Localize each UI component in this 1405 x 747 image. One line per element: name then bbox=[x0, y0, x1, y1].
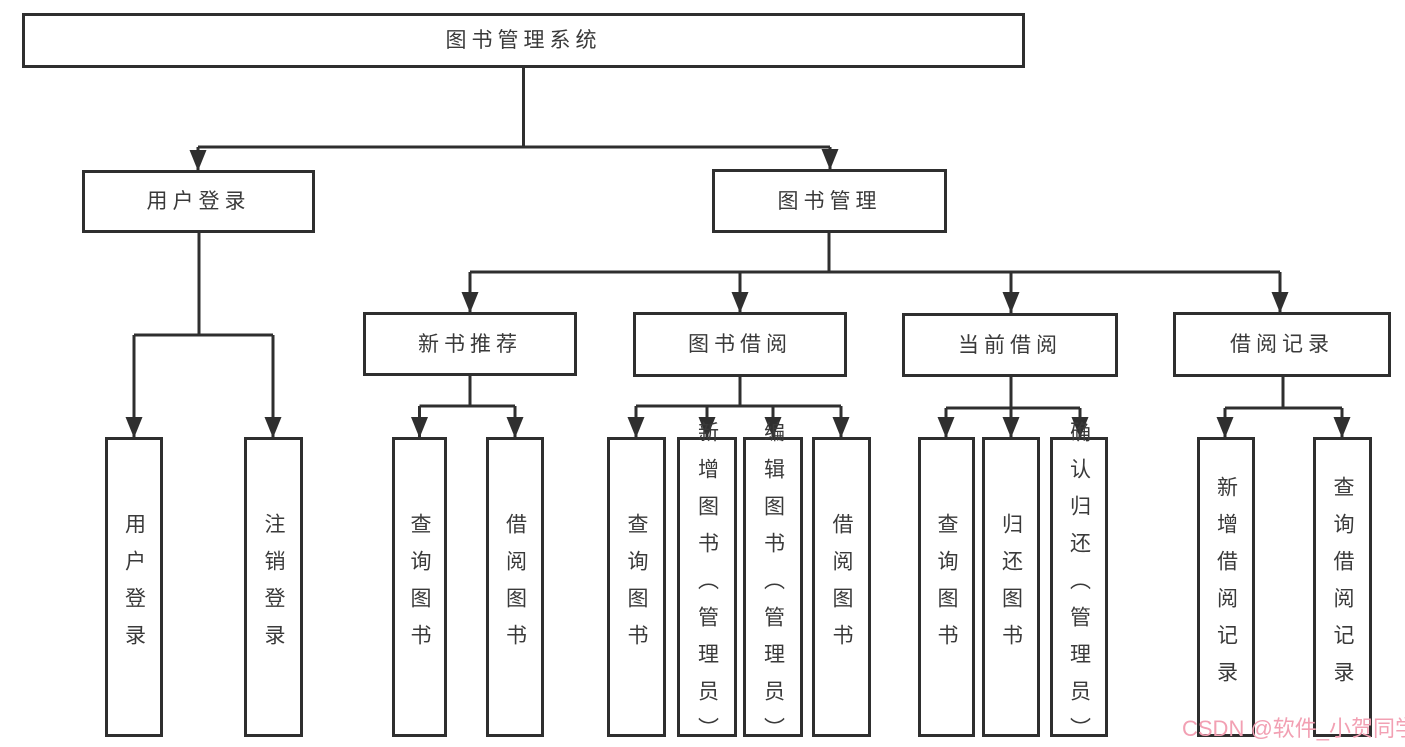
node-add-books-admin: 新增图书（管理员） bbox=[677, 421, 737, 747]
node-library-management-system: 图书管理系统 bbox=[22, 13, 1025, 68]
node-label: 查询图书 bbox=[625, 513, 648, 661]
node-label: 借阅记录 bbox=[1230, 333, 1334, 356]
node-current-borrowing: 当前借阅 bbox=[902, 313, 1118, 377]
edge-book-management-to-level2 bbox=[461, 233, 1289, 313]
arrowhead bbox=[189, 150, 207, 171]
node-user-login: 用户登录 bbox=[82, 170, 315, 233]
node-label: 新增借阅记录 bbox=[1214, 476, 1238, 698]
edge-root-to-level1 bbox=[189, 68, 839, 171]
node-borrow-books: 借阅图书 bbox=[812, 437, 871, 737]
node-label: 查询借阅记录 bbox=[1331, 476, 1354, 698]
node-label: 新书推荐 bbox=[418, 332, 522, 356]
arrowhead bbox=[506, 417, 524, 438]
node-return-books: 归还图书 bbox=[982, 437, 1040, 737]
arrowhead bbox=[1002, 417, 1020, 438]
arrowhead bbox=[125, 417, 143, 438]
arrowhead bbox=[264, 417, 282, 438]
arrowhead bbox=[461, 292, 479, 313]
arrowhead bbox=[627, 417, 645, 438]
arrowhead bbox=[1333, 417, 1351, 438]
arrowhead bbox=[1216, 417, 1234, 438]
node-label: 图书借阅 bbox=[688, 333, 792, 356]
edge-borrowing-records-to-leaves bbox=[1216, 377, 1351, 438]
node-edit-books-admin: 编辑图书（管理员） bbox=[743, 421, 803, 747]
node-label: 用户登录 bbox=[146, 190, 251, 213]
edge-new-book-recommend-to-leaves bbox=[411, 376, 524, 438]
edge-user-login-to-leaves bbox=[125, 233, 282, 438]
node-label: 新增图书（管理员） bbox=[695, 420, 719, 747]
node-label: 注销登录 bbox=[262, 513, 285, 661]
node-label: 归还图书 bbox=[999, 513, 1023, 661]
node-query-books-current: 查询图书 bbox=[918, 437, 975, 737]
node-logout: 注销登录 bbox=[244, 437, 303, 737]
node-query-books-borrowing: 查询图书 bbox=[607, 437, 666, 737]
node-query-books-recommend: 查询图书 bbox=[392, 437, 447, 737]
node-label: 借阅图书 bbox=[503, 513, 527, 661]
node-label: 借阅图书 bbox=[830, 513, 853, 661]
node-label: 当前借阅 bbox=[958, 333, 1062, 357]
node-label: 用户登录 bbox=[122, 513, 146, 661]
node-new-book-recommend: 新书推荐 bbox=[363, 312, 577, 376]
node-book-borrowing: 图书借阅 bbox=[633, 312, 847, 377]
node-confirm-return-admin: 确认归还（管理员） bbox=[1050, 421, 1108, 747]
node-label: 查询图书 bbox=[408, 513, 431, 661]
edge-current-borrowing-to-leaves bbox=[937, 377, 1089, 438]
arrowhead bbox=[731, 292, 749, 313]
arrowhead bbox=[821, 149, 839, 170]
arrowhead bbox=[1002, 292, 1020, 313]
arrowhead bbox=[1271, 292, 1289, 313]
node-book-management: 图书管理 bbox=[712, 169, 947, 233]
node-add-borrow-record: 新增借阅记录 bbox=[1197, 437, 1255, 737]
edge-book-borrowing-to-leaves bbox=[627, 376, 850, 438]
node-label: 确认归还（管理员） bbox=[1067, 420, 1091, 747]
node-label: 查询图书 bbox=[935, 513, 958, 661]
node-user-login-leaf: 用户登录 bbox=[105, 437, 163, 737]
csdn-watermark: CSDN @软件_小贺同学 bbox=[1182, 716, 1405, 741]
node-label: 图书管理 bbox=[777, 189, 882, 213]
arrowhead bbox=[832, 417, 850, 438]
node-query-borrow-record: 查询借阅记录 bbox=[1313, 437, 1372, 737]
node-borrow-books-recommend: 借阅图书 bbox=[486, 437, 544, 737]
node-label: 图书管理系统 bbox=[445, 29, 602, 52]
arrowhead bbox=[411, 417, 428, 438]
node-borrowing-records: 借阅记录 bbox=[1173, 312, 1391, 377]
node-label: 编辑图书（管理员） bbox=[761, 420, 785, 747]
arrowhead bbox=[937, 417, 955, 438]
